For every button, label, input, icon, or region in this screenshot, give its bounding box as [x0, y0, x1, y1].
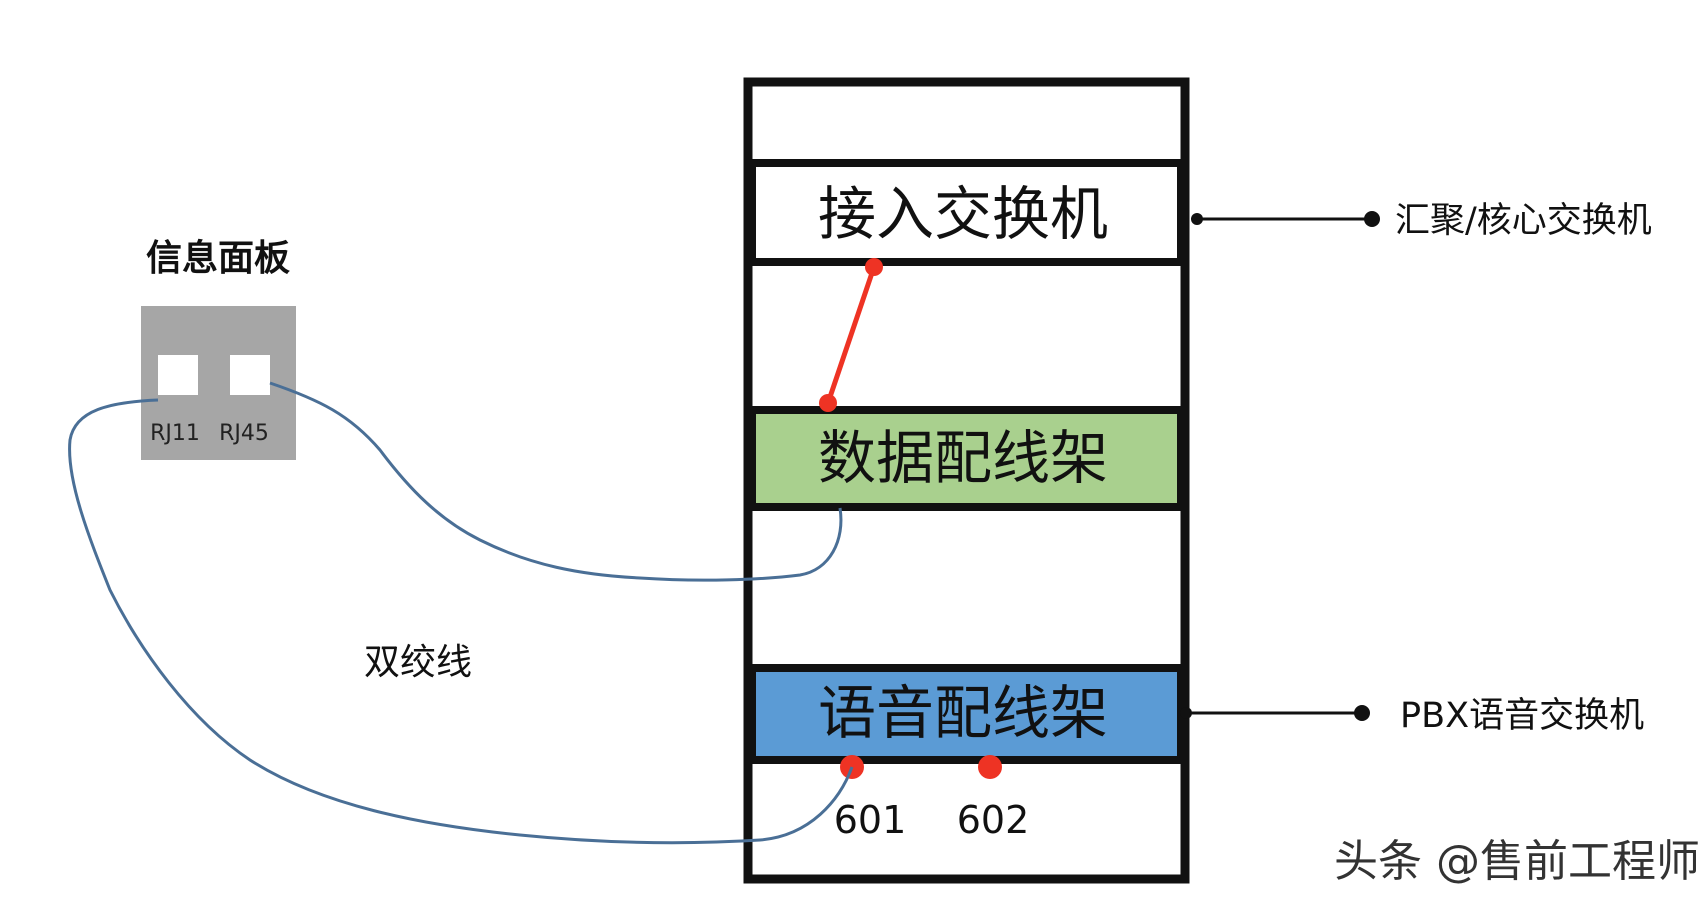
access-switch-label: 接入交换机	[818, 180, 1108, 248]
info-panel-title: 信息面板	[146, 238, 290, 279]
port-602-label: 602	[957, 798, 1030, 842]
data-patch-panel	[748, 406, 1185, 511]
info-panel: 信息面板 RJ11 RJ45	[141, 238, 296, 460]
cable-rj11-to-port-601	[68, 398, 854, 845]
cable-rj45-to-data-patch	[269, 381, 843, 582]
rj11-label: RJ11	[150, 421, 200, 446]
core-switch-link: 汇聚/核心交换机	[1191, 201, 1652, 241]
jumper-cable	[825, 266, 877, 404]
watermark: 头条 @售前工程师	[1334, 836, 1700, 887]
pbx-link-end-dot	[1354, 705, 1370, 721]
jumper-end-patch	[819, 394, 837, 412]
voice-patch-label: 语音配线架	[818, 679, 1108, 747]
rj45-label: RJ45	[219, 421, 269, 446]
twisted-pair-cables	[68, 381, 854, 845]
rack: 接入交换机 数据配线架 语音配线架 601 602	[743, 77, 1190, 884]
patch-jumper	[819, 258, 883, 412]
jumper-end-switch	[865, 258, 883, 276]
data-patch-label: 数据配线架	[818, 424, 1108, 492]
port-602-dot	[978, 755, 1002, 779]
core-switch-label: 汇聚/核心交换机	[1395, 201, 1652, 241]
rj11-jack	[158, 355, 198, 395]
port-601-label: 601	[834, 798, 907, 842]
rj45-jack	[230, 355, 270, 395]
access-switch-row	[748, 159, 1185, 266]
pbx-label: PBX语音交换机	[1400, 696, 1644, 736]
cable-label: 双绞线	[364, 642, 472, 683]
pbx-link: PBX语音交换机	[1180, 696, 1644, 736]
core-link-end-dot	[1364, 211, 1380, 227]
